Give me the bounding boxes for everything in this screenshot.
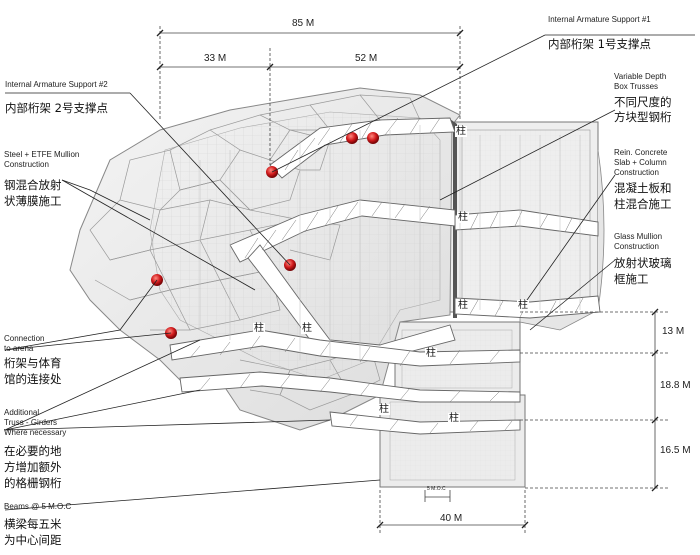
dim-row3: 16.5 M	[660, 445, 691, 456]
support2-label-en: Internal Armature Support #2	[5, 80, 108, 89]
column-marker: 柱	[425, 348, 437, 359]
steel-label-zh-1: 钢混合放射	[4, 178, 62, 192]
slab-label-zh-2: 柱混合施工	[614, 197, 672, 211]
dimension-lines	[159, 26, 670, 535]
column-marker: 柱	[517, 300, 529, 311]
column-marker: 柱	[457, 300, 469, 311]
dim-bottom-width: 40 M	[440, 513, 463, 524]
glass-label-zh-2: 框施工	[614, 272, 649, 286]
support1-label-zh: 内部桁架 1号支撑点	[548, 37, 651, 51]
girders-label-zh-1: 在必要的地	[4, 444, 62, 458]
slab-label-en-3: Construction	[614, 168, 659, 177]
arena-label-zh-1: 桁架与体育	[4, 356, 62, 370]
support2-label-zh: 内部桁架 2号支撑点	[5, 101, 108, 115]
slab-label-en-1: Rein. Concrete	[614, 148, 668, 157]
dim-row2: 18.8 M	[660, 380, 691, 391]
support-node	[346, 132, 358, 144]
trusses-label-en-1: Variable Depth	[614, 72, 667, 81]
dim-total-width: 85 M	[292, 18, 315, 29]
trusses-label-zh-1: 不同尺度的	[614, 95, 672, 109]
truss-diagonal	[247, 244, 456, 361]
arena-label-en-2: to arena	[4, 344, 34, 353]
column-marker: 柱	[253, 323, 265, 334]
truss-lattice	[189, 117, 584, 434]
building-mass	[69, 87, 605, 488]
girders-label-en-2: Truss - Girders	[4, 418, 58, 427]
steel-label-zh-2: 状薄膜施工	[4, 194, 62, 208]
slab-label-en-2: Slab + Column	[614, 158, 667, 167]
trusses-label-en-2: Box Trusses	[614, 82, 659, 91]
dimension-ticks	[156, 29, 659, 529]
truss-girder-3	[329, 411, 521, 435]
column-marker: 柱	[448, 413, 460, 424]
trusses-label-zh-2: 方块型钢桁	[614, 110, 672, 124]
glass-label-zh-1: 放射状玻璃	[614, 256, 672, 270]
beams-label-zh-2: 为中心间距	[4, 533, 62, 547]
glass-label-en-2: Construction	[614, 242, 659, 251]
column-marker: 柱	[378, 404, 390, 415]
glass-label-en-1: Glass Mullion	[614, 232, 663, 241]
beams-label-zh-1: 横梁每五米	[4, 517, 62, 531]
dim-left-span: 33 M	[204, 53, 227, 64]
column-marker: 柱	[455, 126, 467, 137]
dim-moc: 5 M.O.C	[427, 486, 446, 492]
arena-label-zh-2: 馆的连接处	[4, 372, 62, 386]
girders-label-zh-3: 的格栅钢桁	[4, 476, 62, 490]
girders-label-zh-2: 方增加额外	[4, 460, 62, 474]
slab-label-zh-1: 混凝土板和	[614, 181, 672, 195]
arena-label-en-1: Connection	[4, 334, 45, 343]
column-marker: 柱	[457, 212, 469, 223]
dim-row1: 13 M	[662, 326, 685, 337]
support1-label-en: Internal Armature Support #1	[548, 15, 651, 24]
steel-label-en-2: Construction	[4, 160, 49, 169]
column-marker: 柱	[301, 323, 313, 334]
support-node	[367, 132, 379, 144]
girders-label-en-1: Additional	[4, 408, 40, 417]
truss-girder-2	[179, 371, 521, 403]
leader-lines	[4, 34, 695, 511]
girders-label-en-3: Where necessary	[4, 428, 67, 437]
beams-label-en: Beams @ 5 M.O.C	[4, 502, 72, 511]
steel-label-en-1: Steel + ETFE Mullion	[4, 150, 80, 159]
dim-right-span: 52 M	[355, 53, 378, 64]
